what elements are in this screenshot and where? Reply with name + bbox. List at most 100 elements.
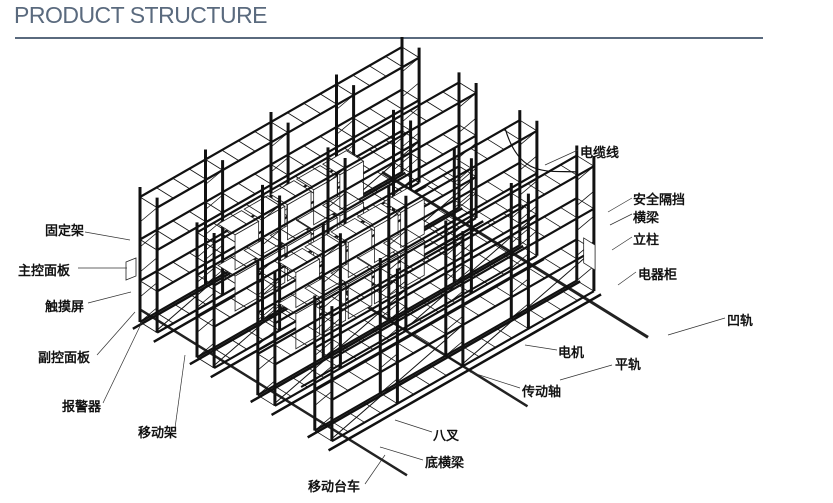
leader-line <box>559 364 613 381</box>
safety-guard <box>229 213 248 225</box>
upright-bracing <box>196 267 215 283</box>
safety-guard <box>437 166 456 178</box>
upright-bracing <box>196 317 215 333</box>
upright-bracing <box>139 257 158 273</box>
cross-brace <box>331 324 464 440</box>
safety-guard <box>486 222 505 234</box>
safety-guard <box>519 119 538 132</box>
safety-guard <box>172 261 191 273</box>
upright-bracing <box>323 292 341 308</box>
safety-guard <box>245 246 264 258</box>
label-cable: 电缆线 <box>580 146 620 161</box>
label-upright: 立柱 <box>633 233 660 248</box>
bottom-beam <box>210 220 484 379</box>
label-bottom-beam: 底横梁 <box>425 456 465 471</box>
leader-line <box>394 419 433 433</box>
label-groove-rail: 凹轨 <box>727 314 754 329</box>
leader-line <box>102 321 143 404</box>
safety-guard <box>205 159 223 171</box>
safety-guard <box>543 173 562 186</box>
safety-guard <box>426 143 444 155</box>
safety-guard <box>461 263 480 275</box>
safety-guard <box>421 176 439 188</box>
safety-guard <box>412 291 431 303</box>
safety-guard <box>360 138 379 150</box>
safety-guard <box>519 162 538 174</box>
upright-bracing <box>576 265 595 281</box>
safety-guard <box>385 56 403 68</box>
upright-bracing <box>257 280 276 296</box>
safety-guard <box>376 128 395 141</box>
safety-guard <box>372 204 390 216</box>
safety-guard <box>458 82 477 94</box>
safety-guard <box>287 112 305 124</box>
safety-guard <box>445 272 464 285</box>
upright-bracing <box>314 315 333 331</box>
upright-bracing <box>314 390 333 406</box>
safety-guard <box>270 164 289 176</box>
safety-guard <box>369 65 387 77</box>
safety-guard <box>409 152 428 164</box>
safety-guard <box>355 256 374 268</box>
safety-guard <box>454 199 472 212</box>
safety-guard <box>442 133 460 146</box>
safety-guard <box>323 274 341 287</box>
safety-guard <box>412 248 431 261</box>
safety-guard <box>330 379 349 391</box>
label-flat-rail: 平轨 <box>615 358 642 373</box>
cable <box>504 127 579 173</box>
safety-guard <box>347 328 365 341</box>
safety-guard <box>426 100 444 113</box>
safety-guard <box>393 162 411 174</box>
label-safety-guard: 安全隔挡 <box>633 193 686 208</box>
safety-guard <box>330 295 349 308</box>
upright-bracing <box>454 192 472 208</box>
upright-bracing <box>393 155 411 171</box>
safety-guard <box>494 244 513 256</box>
safety-guard <box>576 197 595 210</box>
safety-guard <box>306 241 325 253</box>
electric-cabinet <box>583 237 596 271</box>
safety-guard <box>576 155 595 167</box>
beam <box>274 172 538 325</box>
safety-guard <box>461 220 480 233</box>
leader-line <box>617 271 637 286</box>
label-motor: 电机 <box>558 346 585 361</box>
title-divider <box>15 37 763 39</box>
safety-guard <box>339 306 357 318</box>
safety-guard <box>385 98 403 110</box>
safety-guard <box>527 183 545 195</box>
safety-guard <box>229 255 248 268</box>
drive-shaft <box>300 266 512 388</box>
safety-guard <box>486 138 505 150</box>
page-title: PRODUCT STRUCTURE <box>14 2 268 28</box>
upright-bracing <box>262 280 280 296</box>
safety-guard <box>273 260 292 272</box>
safety-guard <box>380 267 398 280</box>
safety-guard <box>409 110 428 122</box>
safety-guard <box>421 218 439 230</box>
safety-guard <box>330 338 349 350</box>
safety-guard <box>344 147 362 159</box>
upright-bracing <box>458 117 477 133</box>
label-alarm: 报警器 <box>62 400 102 415</box>
safety-guard <box>213 265 231 277</box>
safety-guard <box>319 136 338 148</box>
safety-guard <box>445 313 464 326</box>
safety-guard <box>527 267 545 279</box>
safety-guard <box>290 251 308 263</box>
leader-line <box>469 371 521 389</box>
safety-guard <box>314 347 333 360</box>
safety-guard <box>461 304 480 316</box>
safety-guard <box>213 306 231 318</box>
label-drive-shaft: 传动轴 <box>522 385 562 400</box>
safety-guard <box>380 310 398 322</box>
label-beam: 横梁 <box>633 211 660 226</box>
safety-guard <box>303 102 322 115</box>
safety-guard <box>238 140 256 152</box>
safety-guard <box>486 181 505 193</box>
upright-bracing <box>458 167 477 183</box>
storage-box-top <box>217 210 260 236</box>
safety-guard <box>478 253 496 266</box>
label-cross-brace: 八叉 <box>433 429 460 444</box>
